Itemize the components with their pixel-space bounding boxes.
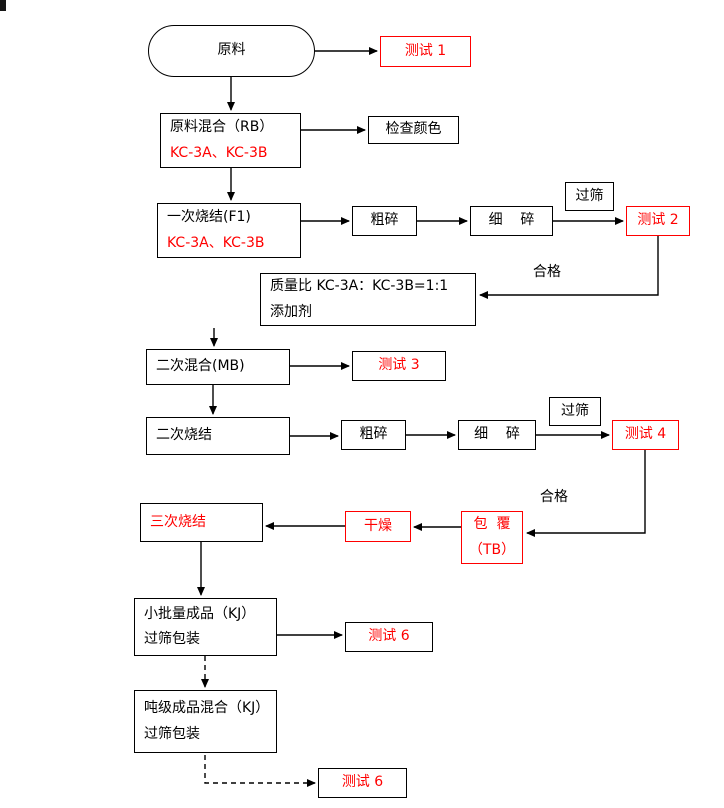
node-fine-crush-2: 细 碎 bbox=[458, 420, 536, 450]
test-4-label: 测试 4 bbox=[624, 426, 667, 443]
node-drying: 干燥 bbox=[345, 511, 411, 542]
coarse-crush-2-label: 粗碎 bbox=[359, 426, 388, 443]
check-color-label: 检查颜色 bbox=[385, 121, 442, 138]
coarse-crush-1-label: 粗碎 bbox=[370, 212, 399, 229]
node-ton-batch: 吨级成品混合（KJ） 过筛包装 bbox=[134, 690, 277, 753]
raw-material-label: 原料 bbox=[217, 42, 246, 59]
page-corner-artifact bbox=[0, 0, 6, 11]
node-test-1: 测试 1 bbox=[380, 36, 471, 67]
second-mix-label: 二次混合(MB) bbox=[156, 358, 245, 375]
test-2-label: 测试 2 bbox=[637, 212, 679, 229]
node-second-sinter: 二次烧结 bbox=[146, 417, 290, 455]
node-mass-ratio: 质量比 KC-3A：KC-3B=1:1 添加剂 bbox=[260, 273, 476, 326]
ton-batch-line2: 过筛包装 bbox=[144, 725, 200, 742]
mass-ratio-line2: 添加剂 bbox=[270, 303, 312, 320]
node-check-color: 检查颜色 bbox=[368, 116, 459, 144]
coating-line2: （TB） bbox=[468, 541, 516, 558]
sieve-1-label: 过筛 bbox=[575, 187, 604, 204]
fine-crush-2-label: 细 碎 bbox=[474, 426, 520, 443]
node-test-6: 测试 6 bbox=[318, 768, 407, 798]
raw-mix-materials: KC-3A、KC-3B bbox=[170, 144, 268, 161]
connector-test4-to-coating bbox=[526, 450, 646, 537]
fine-crush-1-label: 细 碎 bbox=[488, 212, 535, 229]
test-5-label: 测试 6 bbox=[368, 628, 410, 645]
connector-tonbatch-to-test6 bbox=[204, 755, 316, 787]
node-coarse-crush-1: 粗碎 bbox=[352, 206, 417, 236]
drying-label: 干燥 bbox=[364, 517, 392, 534]
test-6-label: 测试 6 bbox=[341, 774, 384, 791]
node-first-sinter: 一次烧结(F1) KC-3A、KC-3B bbox=[157, 203, 301, 258]
sieve-2-label: 过筛 bbox=[561, 402, 589, 419]
node-sieve-2: 过筛 bbox=[549, 397, 601, 426]
small-batch-line2: 过筛包装 bbox=[144, 631, 200, 647]
third-sinter-label: 三次烧结 bbox=[150, 513, 206, 530]
mass-ratio-line1: 质量比 KC-3A：KC-3B=1:1 bbox=[270, 278, 449, 295]
node-raw-material: 原料 bbox=[148, 25, 315, 77]
coating-line1: 包 覆 bbox=[473, 516, 511, 533]
node-coarse-crush-2: 粗碎 bbox=[341, 420, 406, 450]
qualified-label-1: 合格 bbox=[533, 264, 561, 280]
qualified-label-2: 合格 bbox=[540, 489, 568, 505]
node-test-3: 测试 3 bbox=[352, 351, 446, 381]
node-sieve-1: 过筛 bbox=[565, 182, 614, 211]
test-3-label: 测试 3 bbox=[378, 357, 420, 374]
ton-batch-line1: 吨级成品混合（KJ） bbox=[144, 700, 270, 717]
first-sinter-title: 一次烧结(F1) bbox=[167, 209, 251, 226]
test-1-label: 测试 1 bbox=[404, 42, 447, 59]
node-test-4: 测试 4 bbox=[612, 420, 679, 450]
node-fine-crush-1: 细 碎 bbox=[470, 206, 553, 236]
node-small-batch: 小批量成品（KJ） 过筛包装 bbox=[134, 598, 277, 656]
node-third-sinter: 三次烧结 bbox=[140, 503, 263, 542]
small-batch-line1: 小批量成品（KJ） bbox=[144, 605, 256, 622]
second-sinter-label: 二次烧结 bbox=[156, 427, 212, 444]
node-second-mix: 二次混合(MB) bbox=[146, 349, 290, 385]
node-test-2: 测试 2 bbox=[626, 206, 690, 236]
node-coating: 包 覆 （TB） bbox=[461, 511, 523, 564]
first-sinter-materials: KC-3A、KC-3B bbox=[167, 234, 265, 251]
connector-test2-to-massratio bbox=[479, 236, 659, 299]
node-test-5: 测试 6 bbox=[345, 622, 433, 652]
raw-mix-title: 原料混合（RB） bbox=[170, 119, 274, 136]
node-raw-mix: 原料混合（RB） KC-3A、KC-3B bbox=[160, 113, 301, 168]
